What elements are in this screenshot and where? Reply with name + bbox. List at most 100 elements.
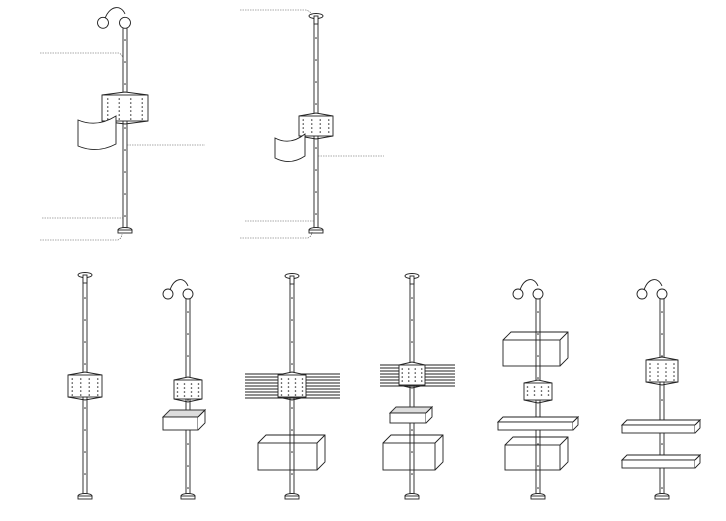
pole-hole bbox=[84, 407, 86, 409]
caddy-perforation bbox=[526, 394, 529, 396]
box-front bbox=[504, 444, 561, 471]
caddy-perforation bbox=[301, 394, 304, 396]
box-front bbox=[257, 442, 318, 471]
caddy-body bbox=[523, 382, 553, 401]
caddy-perforation bbox=[190, 391, 193, 393]
caddy-perforation bbox=[414, 380, 417, 382]
caddy-perforation bbox=[129, 114, 132, 116]
caddy-body bbox=[67, 374, 103, 398]
base-foot-rim bbox=[284, 495, 300, 500]
caddy-perforation bbox=[183, 383, 186, 385]
lamp-globe-icon bbox=[182, 288, 194, 300]
caddy-perforation bbox=[106, 110, 109, 112]
caddy-perforation bbox=[319, 127, 322, 129]
lamp-arm bbox=[519, 279, 539, 291]
pole-hole bbox=[315, 59, 317, 61]
box-front bbox=[502, 339, 561, 367]
board-front bbox=[162, 416, 199, 431]
pole-hole bbox=[411, 473, 413, 475]
caddy-perforation bbox=[280, 394, 283, 396]
pole-hole bbox=[291, 341, 293, 343]
caddy-bottom bbox=[173, 398, 203, 403]
caddy-perforation bbox=[533, 386, 536, 388]
pole-hole bbox=[187, 443, 189, 445]
caddy-perforation bbox=[407, 372, 410, 374]
caddy-perforation bbox=[657, 367, 659, 369]
caddy-perforation bbox=[301, 382, 304, 384]
caddy-perforation bbox=[118, 114, 121, 116]
caddy-perforation bbox=[401, 368, 404, 370]
caddy-perforation bbox=[401, 372, 404, 374]
caddy-perforation bbox=[673, 375, 675, 377]
caddy-perforation bbox=[302, 127, 305, 129]
caddy-perforation bbox=[71, 378, 74, 380]
caddy-perforation bbox=[141, 98, 144, 100]
caddy-perforation bbox=[407, 376, 410, 378]
caddy-perforation bbox=[197, 383, 200, 385]
caddy-perforation bbox=[79, 390, 82, 392]
board-side bbox=[694, 453, 701, 469]
caddy-perforation bbox=[414, 376, 417, 378]
pole-hole bbox=[537, 355, 539, 357]
caddy-perforation bbox=[294, 390, 297, 392]
caddy-perforation bbox=[96, 390, 99, 392]
caddy-perforation bbox=[79, 382, 82, 384]
pole-hole bbox=[124, 171, 126, 173]
lamp-arm bbox=[643, 279, 663, 291]
base-foot-rim bbox=[180, 495, 196, 500]
caddy-perforation bbox=[280, 378, 283, 380]
pole-hole bbox=[537, 443, 539, 445]
caddy-perforation bbox=[301, 378, 304, 380]
caddy-perforation bbox=[287, 378, 290, 380]
caddy-perforation bbox=[327, 127, 330, 129]
pole-hole bbox=[84, 429, 86, 431]
leader-line bbox=[240, 231, 313, 239]
base-foot-rim bbox=[530, 495, 546, 500]
box-frame bbox=[382, 434, 444, 471]
board-side bbox=[572, 415, 579, 431]
caddy-perforation bbox=[129, 102, 132, 104]
pole-hole bbox=[661, 333, 663, 335]
pole-hole bbox=[291, 319, 293, 321]
caddy-perforation bbox=[533, 394, 536, 396]
box-front bbox=[382, 442, 436, 471]
caddy-perforation bbox=[197, 391, 200, 393]
caddy-perforation bbox=[176, 383, 179, 385]
caddy-perforation bbox=[649, 367, 651, 369]
pole-hole bbox=[315, 103, 317, 105]
caddy-perforation bbox=[88, 378, 91, 380]
caddy-perforation bbox=[547, 390, 550, 392]
pole-hole bbox=[411, 341, 413, 343]
caddy-perforation bbox=[533, 390, 536, 392]
caddy-perforation bbox=[319, 131, 322, 133]
board-side bbox=[694, 418, 701, 434]
caddy-perforation bbox=[302, 123, 305, 125]
caddy-bottom bbox=[523, 399, 553, 404]
caddy-perforation bbox=[401, 376, 404, 378]
pole-hole bbox=[187, 399, 189, 401]
caddy-perforation bbox=[302, 131, 305, 133]
caddy-perforation bbox=[118, 98, 121, 100]
caddy-perforation bbox=[301, 386, 304, 388]
caddy-perforation bbox=[106, 114, 109, 116]
pole-hole bbox=[124, 215, 126, 217]
pole-hole bbox=[537, 487, 539, 489]
caddy-perforation bbox=[657, 375, 659, 377]
board-side bbox=[425, 405, 433, 424]
caddy-perforation bbox=[301, 390, 304, 392]
pole-hole bbox=[661, 443, 663, 445]
board-side bbox=[197, 408, 206, 431]
caddy-perforation bbox=[79, 386, 82, 388]
caddy-perforation bbox=[197, 395, 200, 397]
pole-hole bbox=[411, 297, 413, 299]
caddy-perforation bbox=[118, 118, 121, 120]
pole-hole bbox=[187, 465, 189, 467]
caddy-perforation bbox=[141, 118, 144, 120]
pole-hole bbox=[661, 487, 663, 489]
pole-hole bbox=[84, 451, 86, 453]
caddy-perforation bbox=[96, 378, 99, 380]
caddy-perforation bbox=[280, 390, 283, 392]
pole-hole bbox=[537, 377, 539, 379]
lamp-globe-icon bbox=[119, 16, 131, 29]
board-front bbox=[389, 412, 427, 424]
